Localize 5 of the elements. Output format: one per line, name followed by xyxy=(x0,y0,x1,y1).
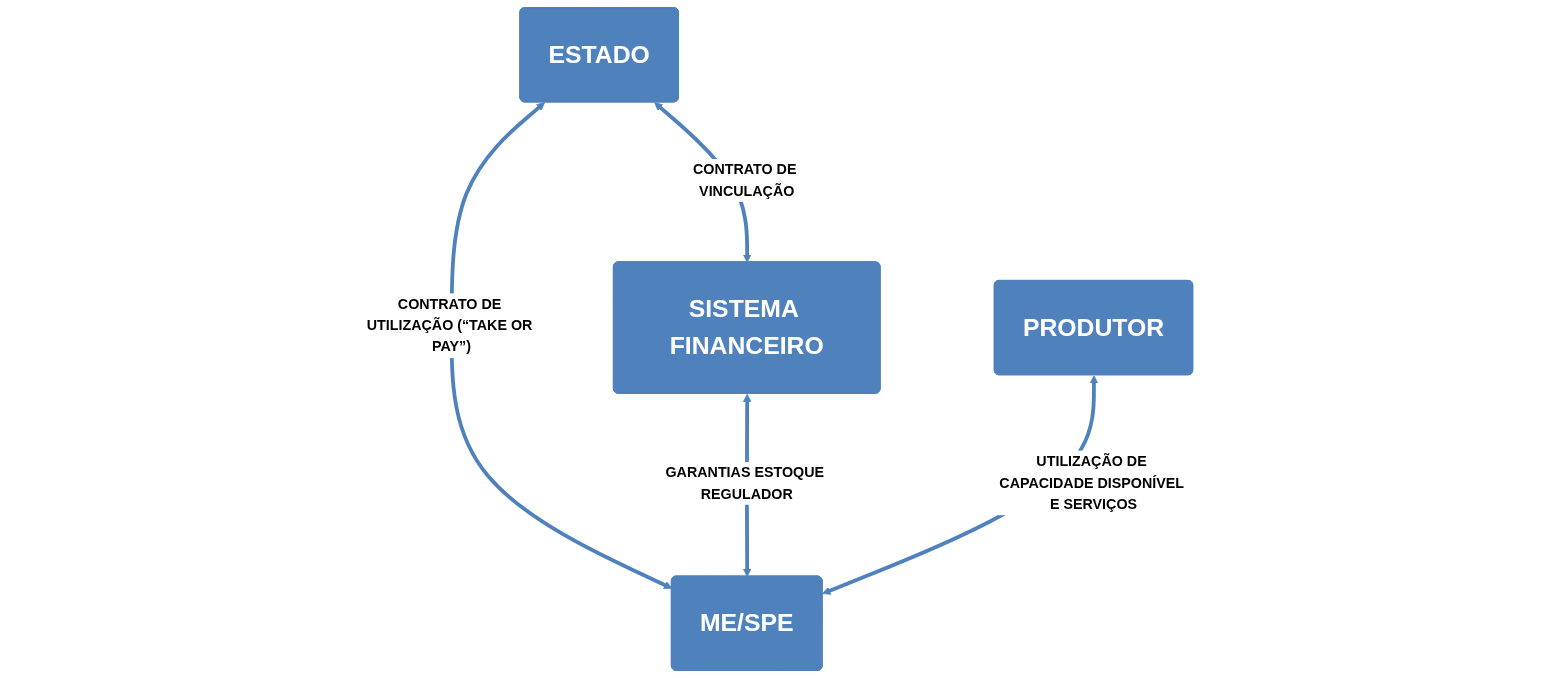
edge-label: CONTRATO DE VINCULAÇÃO xyxy=(693,160,797,199)
arrow xyxy=(449,102,673,589)
edge-label: CONTRATO DE UTILIZAÇÃO (“TAKE OR PAY”) xyxy=(366,295,533,355)
edge-label: UTILIZAÇÃO DE CAPACIDADE DISPONÍVEL E SERVIÇOS xyxy=(999,452,1184,512)
edge-label: GARANTIAS ESTOQUE REGULADOR xyxy=(665,463,824,502)
